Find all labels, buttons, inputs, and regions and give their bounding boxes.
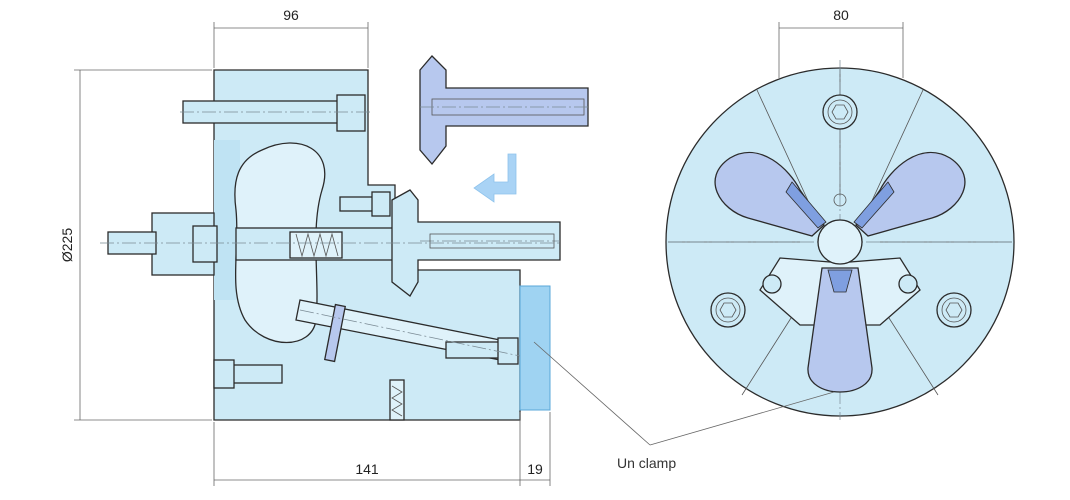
hex-bolt-top-icon [822,94,858,130]
dimension-top-left: 96 [213,7,369,68]
hex-bolt-left-icon [710,292,746,328]
dim-19: 19 [527,461,543,477]
dim-80: 80 [833,7,849,23]
top-bolt-head [336,94,366,132]
small-bolt-upper-head [371,191,391,217]
lower-bolt [445,341,503,359]
hex-bolt-right-icon [936,292,972,328]
spring-housing [289,231,343,259]
bottom-bolt-head [213,359,235,389]
unclamp-callout: Un clamp [533,341,835,471]
removed-jaw-detail [419,55,590,166]
dimension-bottom: 141 19 [213,412,551,486]
jaw-accent-right [853,181,895,229]
dim-141: 141 [355,461,379,477]
dimension-top-right: 80 [778,7,904,78]
rear-bolt-head [192,225,218,263]
vertical-spring [389,379,405,421]
clamp-pad [519,285,551,411]
body-section-shade [214,140,240,300]
jaw-accent-left [785,181,827,229]
jaw-upper-left [714,151,825,237]
center-bore [817,219,863,265]
plunger-ring [323,303,347,363]
dimension-diameter: Ø225 [59,69,212,421]
jaw-accent-lower [827,269,853,293]
front-view [665,60,1015,420]
jaw-upper-right [855,151,966,237]
jaw-part [419,55,589,166]
jaw-lower [807,267,873,393]
spring [295,232,339,258]
dim-diameter: Ø225 [59,228,75,262]
callout-label: Un clamp [617,455,676,471]
side-section-view [100,69,561,421]
small-bolt-upper [339,196,377,212]
dim-96: 96 [283,7,299,23]
return-arrow-icon [473,153,517,203]
jaw-shaft-bore [429,233,555,249]
lower-bolt-head [497,337,519,365]
